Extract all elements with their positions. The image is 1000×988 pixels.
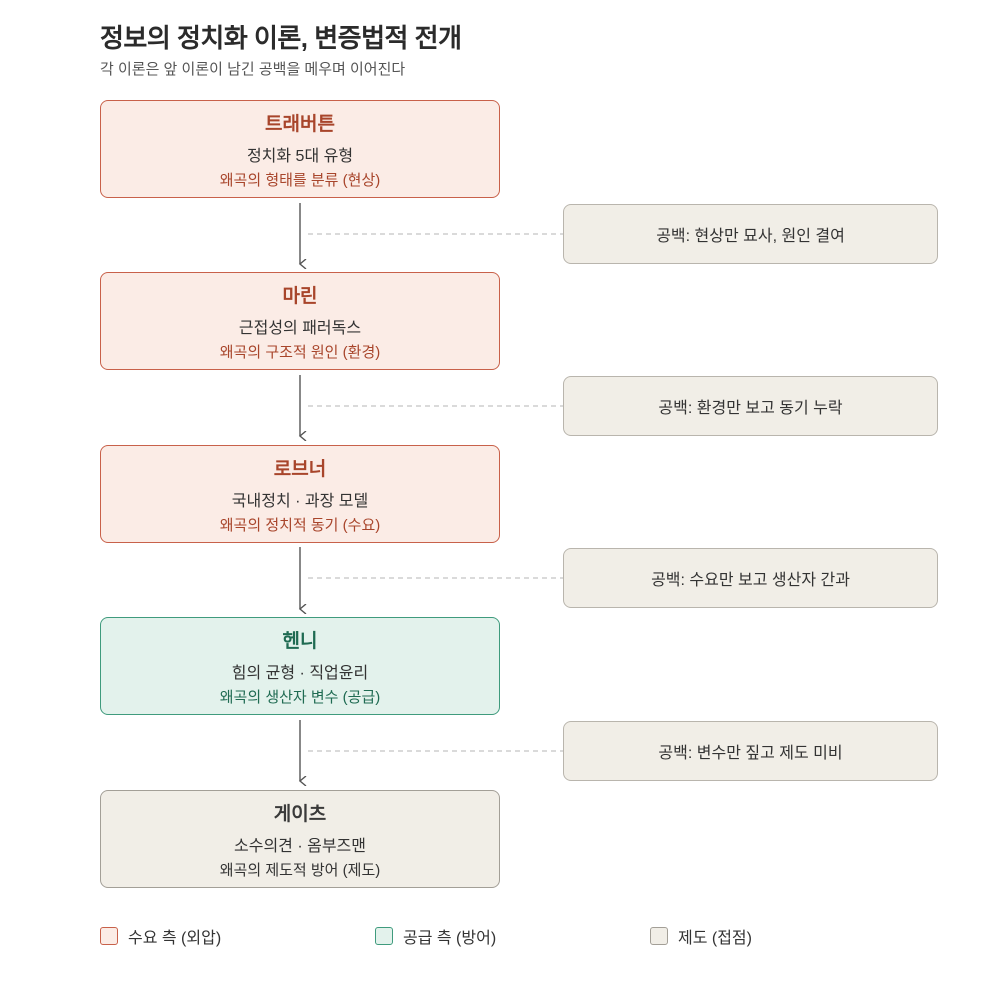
- legend-swatch-supply: [375, 927, 393, 945]
- legend-swatch-institution: [650, 927, 668, 945]
- gap-box-2: 공백: 환경만 보고 동기 누락: [563, 376, 938, 436]
- theory-desc: 왜곡의 형태를 분류 (현상): [219, 171, 381, 189]
- theory-desc: 왜곡의 구조적 원인 (환경): [219, 343, 381, 361]
- page-title: 정보의 정치화 이론, 변증법적 전개: [100, 23, 462, 53]
- legend-item-demand: 수요 측 (외압): [100, 924, 221, 948]
- legend-item-institution: 제도 (접점): [650, 924, 752, 948]
- theory-work: 소수의견 · 옴부즈맨: [234, 837, 366, 855]
- theory-name: 트래버튼: [265, 113, 335, 135]
- theory-node-gates: 게이츠 소수의견 · 옴부즈맨 왜곡의 제도적 방어 (제도): [100, 790, 500, 888]
- theory-node-marrin: 마린 근접성의 패러독스 왜곡의 구조적 원인 (환경): [100, 272, 500, 370]
- gap-box-4: 공백: 변수만 짚고 제도 미비: [563, 721, 938, 781]
- theory-node-rovner: 로브너 국내정치 · 과장 모델 왜곡의 정치적 동기 (수요): [100, 445, 500, 543]
- theory-work: 정치화 5대 유형: [246, 147, 354, 165]
- theory-desc: 왜곡의 생산자 변수 (공급): [219, 688, 381, 706]
- theory-name: 헨니: [282, 630, 318, 652]
- theory-desc: 왜곡의 제도적 방어 (제도): [219, 861, 381, 879]
- theory-work: 힘의 균형 · 직업윤리: [231, 664, 369, 682]
- theory-node-traverton: 트래버튼 정치화 5대 유형 왜곡의 형태를 분류 (현상): [100, 100, 500, 198]
- legend-label: 공급 측 (방어): [403, 930, 497, 947]
- theory-desc: 왜곡의 정치적 동기 (수요): [219, 516, 381, 534]
- theory-work: 근접성의 패러독스: [238, 319, 362, 337]
- theory-name: 마린: [282, 285, 318, 307]
- page-subtitle: 각 이론은 앞 이론이 남긴 공백을 메우며 이어진다: [100, 61, 406, 78]
- theory-name: 게이츠: [273, 803, 327, 825]
- theory-work: 국내정치 · 과장 모델: [231, 492, 369, 510]
- legend-label: 제도 (접점): [678, 930, 752, 947]
- legend-label: 수요 측 (외압): [128, 930, 222, 947]
- theory-node-hennie: 헨니 힘의 균형 · 직업윤리 왜곡의 생산자 변수 (공급): [100, 617, 500, 715]
- gap-box-3: 공백: 수요만 보고 생산자 간과: [563, 548, 938, 608]
- theory-name: 로브너: [273, 458, 327, 480]
- gap-box-1: 공백: 현상만 묘사, 원인 결여: [563, 204, 938, 264]
- legend-swatch-demand: [100, 927, 118, 945]
- legend-item-supply: 공급 측 (방어): [375, 924, 496, 948]
